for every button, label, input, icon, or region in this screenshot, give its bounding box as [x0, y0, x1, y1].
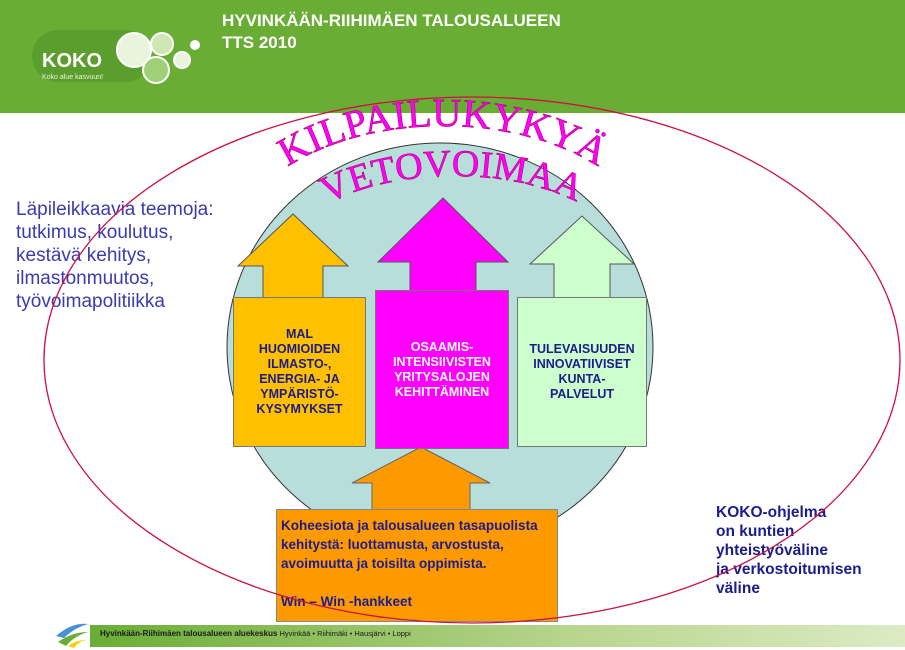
box-koheesio-line: kehitystä: luottamusta, arvostusta, [281, 537, 504, 552]
box-osaamis-line: OSAAMIS- [410, 339, 474, 354]
box-osaamis: OSAAMIS- INTENSIIVISTEN YRITYSALOJEN KEH… [375, 290, 509, 449]
box-koheesio-line: Koheesiota ja talousalueen tasapuolista [281, 518, 538, 533]
themes-line: työvoimapolitiikka [16, 291, 165, 312]
box-mal-line: ILMASTO-, [267, 357, 332, 371]
themes-line: ilmastonmuutos, [16, 268, 155, 289]
box-koheesio: Koheesiota ja talousalueen tasapuolista … [276, 509, 558, 622]
koko-program-text: KOKO-ohjelma on kuntien yhteistyöväline … [716, 503, 862, 598]
box-tulevaisuuden-line: PALVELUT [549, 387, 615, 401]
box-tulevaisuuden-line: TULEVAISUUDEN [529, 342, 635, 356]
header-title-line1: HYVINKÄÄN-RIIHIMÄEN TALOUSALUEEN [222, 11, 561, 30]
box-mal: MAL HUOMIOIDEN ILMASTO-, ENERGIA- JA YMP… [233, 297, 366, 447]
koko-line: yhteistyöväline [716, 542, 828, 559]
box-osaamis-line: KEHITTÄMINEN [394, 384, 490, 399]
koko-line: KOKO-ohjelma [716, 504, 827, 521]
koko-line: ja verkostoitumisen [716, 561, 862, 578]
box-mal-line: HUOMIOIDEN [258, 342, 341, 356]
footer-bar [90, 625, 905, 647]
themes-line: Läpileikkaavia teemoja: [16, 199, 214, 220]
header-title: HYVINKÄÄN-RIIHIMÄEN TALOUSALUEEN TTS 201… [222, 10, 782, 54]
box-mal-line: KYSYMYKSET [256, 402, 343, 416]
themes-line: tutkimus, koulutus, [16, 222, 174, 243]
header-banner: KOKO Koko alue kasvuun! HYVINKÄÄN-RIIHIM… [0, 0, 905, 113]
footer-logo-icon [56, 623, 88, 648]
footer-text: Hyvinkään-Riihimäen talousalueen aluekes… [100, 629, 411, 638]
box-mal-line: ENERGIA- JA [259, 372, 340, 386]
cross-cutting-themes: Läpileikkaavia teemoja: tutkimus, koulut… [16, 198, 214, 313]
footer-bold: Hyvinkään-Riihimäen talousalueen aluekes… [100, 629, 278, 638]
koko-line: on kuntien [716, 523, 795, 540]
box-mal-line: MAL [285, 327, 314, 341]
footer-towns: Hyvinkää • Riihimäki • Hausjärvi • Loppi [279, 629, 411, 638]
box-koheesio-line: avoimuutta ja toisilta oppimista. [281, 556, 487, 571]
themes-line: kestävä kehitys, [16, 245, 152, 266]
box-tulevaisuuden-line: INNOVATIIVISET [533, 357, 631, 371]
box-osaamis-line: YRITYSALOJEN [394, 369, 490, 384]
box-osaamis-line: INTENSIIVISTEN [393, 354, 491, 369]
box-tulevaisuuden: TULEVAISUUDEN INNOVATIIVISET KUNTA- PALV… [517, 297, 647, 447]
logo-text: KOKO [42, 50, 102, 72]
box-mal-line: YMPÄRISTÖ- [260, 387, 339, 401]
koko-logo: KOKO Koko alue kasvuun! [32, 30, 200, 84]
win-win-label: Win – Win -hankkeet [281, 594, 413, 609]
box-tulevaisuuden-line: KUNTA- [558, 372, 606, 386]
logo-tagline: Koko alue kasvuun! [42, 74, 103, 81]
koko-line: väline [716, 580, 760, 597]
header-title-line2: TTS 2010 [222, 33, 297, 52]
